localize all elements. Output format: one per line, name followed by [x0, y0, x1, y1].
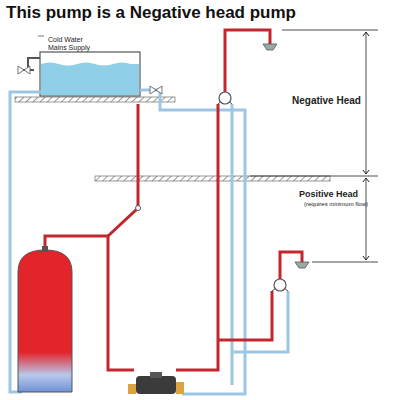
mixed-pipe — [225, 30, 270, 92]
shower-valve — [219, 92, 231, 104]
hot-pipe — [218, 291, 272, 340]
shower-head — [263, 44, 277, 50]
shower-head — [295, 262, 309, 268]
hot-pipe — [176, 104, 218, 370]
hot-pipe — [45, 236, 134, 370]
dimension-label: Negative Head — [292, 95, 358, 106]
floor-hatch — [15, 97, 175, 102]
supply-label: Cold Water Mains Supply — [48, 36, 94, 52]
title: This pump is a Negative head pump — [6, 3, 296, 23]
cold-water-tank — [40, 52, 140, 96]
cold-pipe — [231, 104, 234, 385]
vent-pipe — [108, 104, 138, 236]
floor-hatch — [95, 176, 330, 181]
shower-valve — [274, 279, 286, 291]
dimension-label: Positive Head — [292, 189, 358, 199]
cold-pipe — [232, 291, 288, 352]
cold-pipe — [140, 90, 245, 394]
dimension-lines — [250, 30, 378, 262]
pump — [128, 372, 184, 394]
note-label: (requires minimum flow) — [276, 201, 368, 207]
tank-water — [41, 63, 139, 96]
hot-water-cylinder — [18, 250, 72, 392]
